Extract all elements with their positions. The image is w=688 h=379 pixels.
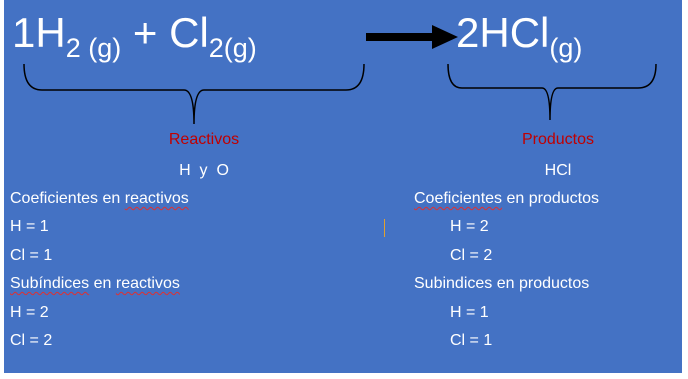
reactants-sub-label-word2: reactivos [115, 275, 180, 292]
products-sub-h: H = 1 [450, 304, 489, 321]
equation-cl-sub: 2(g) [208, 33, 257, 63]
slide: 1H2 (g) + Cl2(g) 2HCl(g) Reactivos H y O… [4, 0, 682, 373]
products-coef-label: Coeficientes en productos [414, 191, 599, 207]
products-sub-cl: Cl = 1 [450, 332, 493, 349]
reactants-coef-h: H = 1 [10, 218, 49, 235]
products-elements: HCl [544, 162, 572, 179]
reactants-coef-label: Coeficientes en reactivos [10, 191, 189, 207]
products-sub-label: Subindices en productos [414, 275, 590, 292]
reactants-heading: Reactivos [168, 131, 240, 148]
products-coef-label-word: Coeficientes [414, 190, 503, 207]
reactants-brace [23, 63, 365, 125]
reactants-coef-label-text: Coeficientes en [10, 190, 125, 207]
reactants-sub-label-text: en [89, 275, 116, 292]
products-brace [447, 63, 657, 121]
text-cursor [384, 219, 385, 237]
products-coef-h: H = 2 [450, 218, 489, 235]
equation-products: 2HCl(g) [456, 9, 582, 62]
reactants-coef-cl: Cl = 1 [10, 247, 53, 264]
equation-plus: + [121, 9, 170, 56]
equation-h2-coef: 1H [12, 9, 66, 56]
reactants-sub-h: H = 2 [10, 304, 49, 321]
equation-hcl-sub: (g) [549, 33, 583, 63]
reactants-sub-label: Subíndices en reactivos [10, 276, 180, 292]
right-arrow-icon [366, 25, 458, 49]
equation-hcl: 2HCl [456, 9, 550, 56]
reactants-coef-label-word: reactivos [124, 190, 189, 207]
reactants-sub-cl: Cl = 2 [10, 332, 53, 349]
products-coef-label-text: en productos [502, 190, 599, 207]
products-coef-cl: Cl = 2 [450, 247, 493, 264]
reactants-sub-label-word1: Subíndices [10, 275, 90, 292]
equation-reactants: 1H2 (g) + Cl2(g) [12, 9, 257, 62]
reactants-elements: H y O [179, 162, 229, 179]
equation-cl: Cl [169, 9, 209, 56]
products-heading: Productos [521, 131, 595, 148]
equation-h2-sub: 2 (g) [65, 33, 122, 63]
